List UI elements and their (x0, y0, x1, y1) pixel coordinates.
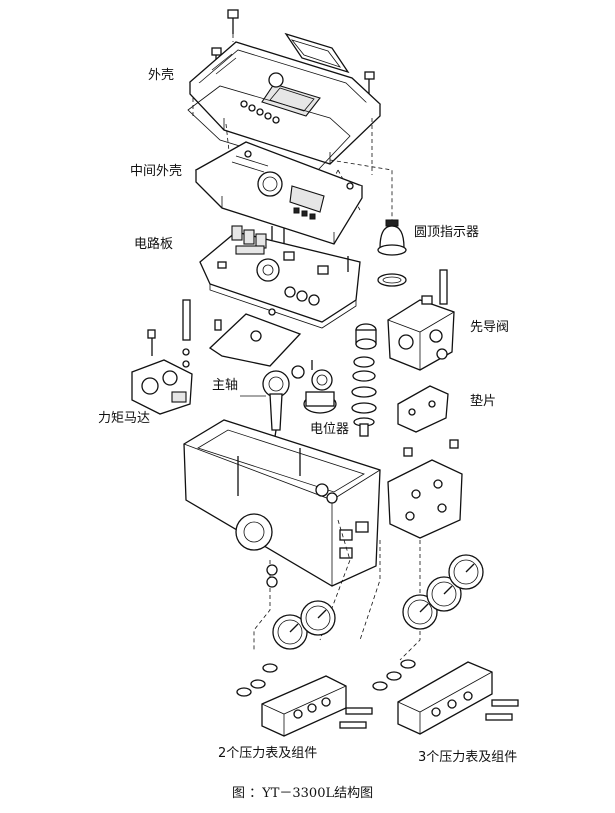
main-body-housing (183, 419, 381, 587)
three-gauge-assembly (372, 554, 519, 735)
label-pilot-valve: 先导阀 (470, 320, 510, 335)
main-shaft-part (262, 365, 305, 471)
potentiometer-part (303, 323, 377, 437)
figure-caption: 图 ：YT－3300L结构图 (232, 786, 374, 801)
label-middle-shell: 中间外壳 (130, 164, 183, 179)
torque-motor-part (131, 329, 193, 415)
label-main-shaft: 主轴 (212, 378, 239, 393)
outer-shell-part (189, 32, 381, 165)
shell-gasket (187, 85, 351, 171)
mounting-plate (208, 308, 302, 367)
label-outer-shell: 外壳 (148, 68, 175, 83)
gasket-part (397, 385, 449, 433)
label-two-gauge-assembly: 2个压力表及组件 (218, 746, 318, 761)
label-three-gauge-assembly: 3个压力表及组件 (418, 750, 518, 765)
label-gasket: 垫片 (470, 394, 497, 409)
label-circuit-board: 电路板 (134, 237, 174, 252)
label-dome-indicator: 圆顶指示器 (414, 225, 480, 240)
two-gauge-assembly (236, 600, 373, 737)
dome-indicator-part (377, 219, 407, 287)
label-torque-motor: 力矩马达 (98, 411, 151, 426)
circuit-board-part (199, 225, 361, 329)
middle-shell-part (194, 141, 363, 245)
standoff-pillar (182, 269, 448, 341)
label-potentiometer: 电位器 (310, 422, 350, 437)
manifold-plate-right (387, 439, 463, 539)
pilot-valve-part (387, 295, 455, 371)
